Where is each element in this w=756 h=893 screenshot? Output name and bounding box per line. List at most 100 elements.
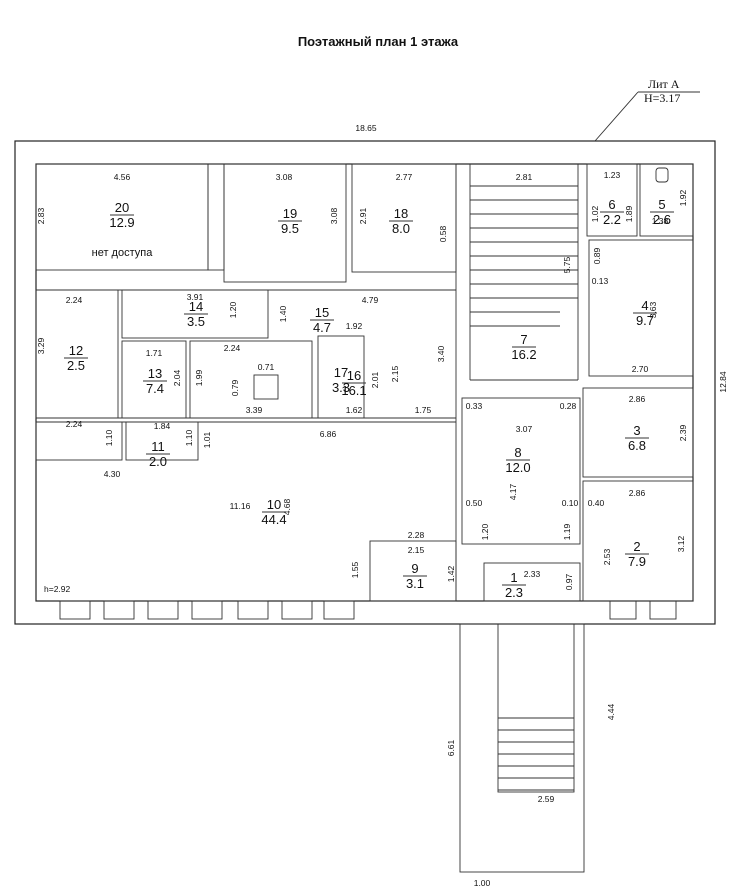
room-number: 19 [283,206,297,221]
room-area: 2.0 [149,454,167,469]
dimension-label: 4.44 [606,703,616,720]
dimension-label: 2.86 [629,488,646,498]
room-area: 12.9 [109,215,134,230]
dimension-label: 2.91 [358,207,368,224]
room-number: 15 [315,305,329,320]
room-number: 4 [641,298,648,313]
dimension-label: 1.40 [278,305,288,322]
dimension-label: 3.12 [676,535,686,552]
room-area: 6.8 [628,438,646,453]
room-number: 11 [151,439,165,454]
room-area: 16.1 [341,383,366,398]
dimension-label: 1.71 [146,348,163,358]
dimension-label: 1.20 [480,523,490,540]
dimension-label: 4.68 [282,498,292,515]
room-number: 17 [334,365,348,380]
dimension-label: 1.00 [474,878,491,888]
dimension-label: 0.50 [466,498,483,508]
dimension-label: 2.83 [36,207,46,224]
windows-bottom [59,600,677,620]
dimension-label: 6.86 [320,429,337,439]
dimension-label: 4.30 [104,469,121,479]
room-number: 20 [115,200,129,215]
room-area: 3.5 [187,314,205,329]
room-area: 3.1 [406,576,424,591]
room-number: 16 [347,368,361,383]
dimension-label: 1.23 [604,170,621,180]
dimension-label: 2.04 [172,369,182,386]
lit-name: Лит А [648,77,680,91]
dimension-label: 3.40 [436,345,446,362]
dimension-label: 3.08 [329,207,339,224]
dimension-label: 0.33 [466,401,483,411]
dimension-label: 1.84 [154,421,171,431]
dimension-label: 1.02 [590,205,600,222]
room-number: 13 [148,366,162,381]
room-area: 9.5 [281,221,299,236]
ceiling-height: h=2.92 [44,584,71,594]
dimension-label: 3.29 [36,337,46,354]
outer-height: 12.84 [718,371,728,393]
dimension-label: 4.56 [114,172,131,182]
room-area: 2.3 [505,585,523,600]
dimension-label: 2.15 [390,365,400,382]
room-area: 7.9 [628,554,646,569]
dimension-label: 2.24 [224,343,241,353]
dimension-label: 1.01 [202,431,212,448]
room-20-note: нет доступа [92,247,154,259]
dimension-label: 5.75 [562,256,572,273]
room-area: 12.0 [505,460,530,475]
stairs-inside [470,185,578,327]
dimension-label: 0.71 [258,362,275,372]
dimension-label: 2.59 [538,794,555,804]
dimension-label: 3.91 [187,292,204,302]
dimension-label: 1.10 [184,429,194,446]
room-number: 2 [633,539,640,554]
dimension-label: 3.63 [648,301,658,318]
room-number: 3 [633,423,640,438]
dimension-label: 1.38 [652,216,669,226]
outer-width: 18.65 [355,123,377,133]
room-area: 2.5 [67,358,85,373]
dimension-label: 3.39 [246,405,263,415]
dimension-label: 1.20 [228,301,238,318]
room-area: 44.4 [261,512,286,527]
stairs-outside [498,717,574,791]
dimension-label: 2.15 [408,545,425,555]
dimension-label: 0.89 [592,247,602,264]
dimension-label: 2.39 [678,424,688,441]
dimension-label: 2.53 [602,548,612,565]
room-area: 2.6 [653,212,671,227]
dimension-label: 1.55 [350,561,360,578]
dimension-label: 2.01 [370,371,380,388]
dimension-label: 0.97 [564,573,574,590]
dimension-label: 2.86 [629,394,646,404]
dimension-label: 4.79 [362,295,379,305]
dimension-label: 1.99 [194,369,204,386]
dimension-label: 3.07 [516,424,533,434]
dimension-label: 0.28 [560,401,577,411]
dimension-label: 0.58 [438,225,448,242]
room-number: 9 [411,561,418,576]
dimension-label: 1.75 [415,405,432,415]
dimension-label: 0.79 [230,379,240,396]
room-area: 4.7 [313,320,331,335]
dimension-label: 2.77 [396,172,413,182]
room-number: 5 [658,197,665,212]
dimension-label: 0.40 [588,498,605,508]
dimension-label: 6.61 [446,739,456,756]
dimension-label: 2.81 [516,172,533,182]
walls [14,91,716,873]
plan-title: Поэтажный план 1 этажа [297,34,459,49]
dimension-label: 1.10 [104,429,114,446]
dimension-label: 2.24 [66,419,83,429]
room-number: 18 [394,206,408,221]
room-number: 1 [510,570,517,585]
room-area: 16.2 [511,347,536,362]
room-area: 8.0 [392,221,410,236]
dimension-label: 1.42 [446,565,456,582]
room-area: 9.7 [636,313,654,328]
room-area: 2.2 [603,212,621,227]
dimension-label: 3.08 [276,172,293,182]
dimension-label: 2.28 [408,530,425,540]
